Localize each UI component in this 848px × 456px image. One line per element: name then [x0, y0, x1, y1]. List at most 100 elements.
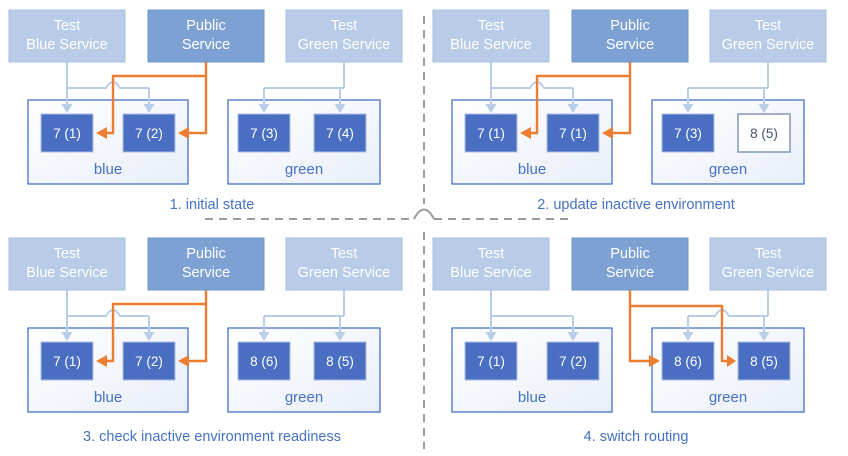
test-green-service-box	[709, 9, 827, 63]
test-green-service-box	[285, 9, 403, 63]
pod-green-2	[737, 341, 791, 381]
panel-caption: 3. check inactive environment readiness	[83, 429, 341, 445]
pod-green-1	[661, 341, 715, 381]
green-environment-label: green	[709, 161, 747, 178]
pod-blue-1	[40, 113, 94, 153]
panel-update-inactive-environment: 7 (1) 7 (1) 7 (3) 8 (5) blue green Test …	[432, 9, 827, 213]
service-label-line1: Test	[54, 246, 81, 262]
service-label-line2: Blue Service	[26, 37, 107, 53]
service-label-line2: Service	[182, 265, 230, 281]
panel-check-inactive-environment-readiness: 7 (1) 7 (2) 8 (6) 8 (5) blue green Test …	[8, 237, 403, 445]
service-label-line1: Test	[755, 18, 782, 34]
service-label-line1: Public	[610, 18, 650, 34]
panel-initial-state: 7 (1) 7 (2) 7 (3) 7 (4) blue green Test …	[8, 9, 403, 213]
test-green-connector	[687, 62, 769, 105]
service-label-line1: Test	[478, 246, 505, 262]
service-label-line1: Test	[478, 18, 505, 34]
pod-label: 8 (5)	[326, 354, 354, 369]
pod-blue-2	[122, 113, 176, 153]
pod-green-2	[313, 113, 367, 153]
test-blue-service-box	[432, 237, 550, 291]
pod-label: 7 (1)	[559, 126, 587, 141]
service-label-line2: Service	[182, 37, 230, 53]
pod-blue-1	[40, 341, 94, 381]
test-blue-connector	[66, 290, 150, 333]
pod-label: 8 (5)	[750, 354, 778, 369]
pod-label: 7 (3)	[250, 126, 278, 141]
public-connector-to-blue	[107, 290, 208, 363]
service-label-line2: Green Service	[298, 37, 391, 53]
test-green-service-box	[285, 237, 403, 291]
test-blue-service-box	[8, 237, 126, 291]
pod-label: 7 (1)	[53, 126, 81, 141]
service-label-line1: Test	[331, 246, 358, 262]
arrow-down-icon	[143, 332, 155, 341]
arrow-down-icon	[334, 104, 346, 113]
test-blue-service-box	[8, 9, 126, 63]
arrow-down-icon	[758, 332, 770, 341]
arrow-down-icon	[258, 104, 270, 113]
pod-label: 7 (1)	[477, 354, 505, 369]
green-environment-label: green	[709, 389, 747, 406]
service-label-line1: Test	[54, 18, 81, 34]
pod-green-2	[313, 341, 367, 381]
pod-label: 7 (4)	[326, 126, 354, 141]
pod-label: 7 (2)	[559, 354, 587, 369]
arrow-down-icon	[682, 332, 694, 341]
pod-green-1	[237, 341, 291, 381]
pod-label: 7 (1)	[53, 354, 81, 369]
arrow-right-icon	[649, 355, 660, 367]
green-environment-label: green	[285, 161, 323, 178]
arrow-left-icon	[520, 127, 531, 139]
arrow-left-icon	[602, 127, 613, 139]
test-blue-connector	[490, 62, 574, 105]
test-green-connector	[263, 290, 345, 333]
service-label-line2: Blue Service	[26, 265, 107, 281]
arrow-down-icon	[143, 104, 155, 113]
arrow-down-icon	[567, 104, 579, 113]
pod-label: 8 (6)	[674, 354, 702, 369]
arrow-left-icon	[96, 355, 107, 367]
public-connector-to-blue	[107, 62, 208, 135]
arrow-down-icon	[485, 104, 497, 113]
public-service-box	[571, 9, 689, 63]
blue-environment-label: blue	[518, 161, 546, 178]
arrow-left-icon	[178, 127, 189, 139]
public-connector-to-blue	[531, 62, 632, 135]
service-label-line2: Green Service	[722, 265, 815, 281]
public-service-box	[571, 237, 689, 291]
panel-caption: 4. switch routing	[584, 429, 689, 445]
arrow-down-icon	[61, 332, 73, 341]
pod-blue-2	[546, 341, 600, 381]
test-blue-connector	[490, 290, 574, 333]
pod-blue-1	[464, 113, 518, 153]
arrow-down-icon	[682, 104, 694, 113]
service-label-line2: Service	[606, 265, 654, 281]
blue-environment-label: blue	[94, 389, 122, 406]
test-green-connector	[687, 290, 769, 333]
service-label-line2: Green Service	[298, 265, 391, 281]
blue-environment-label: blue	[518, 389, 546, 406]
service-label-line2: Service	[606, 37, 654, 53]
pod-label: 7 (2)	[135, 354, 163, 369]
service-label-line1: Public	[610, 246, 650, 262]
service-label-line1: Test	[755, 246, 782, 262]
public-connector-to-green	[628, 290, 727, 363]
pod-label: 7 (2)	[135, 126, 163, 141]
pod-blue-2	[122, 341, 176, 381]
panel-caption: 2. update inactive environment	[537, 197, 735, 213]
arrow-left-icon	[178, 355, 189, 367]
arrow-down-icon	[567, 332, 579, 341]
blue-environment-label: blue	[94, 161, 122, 178]
test-green-service-box	[709, 237, 827, 291]
pod-blue-1	[464, 341, 518, 381]
test-green-connector	[263, 62, 345, 105]
arrow-right-icon	[727, 355, 736, 367]
green-environment-label: green	[285, 389, 323, 406]
pod-green-1	[661, 113, 715, 153]
service-label-line1: Public	[186, 246, 226, 262]
arrow-left-icon	[96, 127, 107, 139]
test-blue-connector	[66, 62, 150, 105]
service-label-line1: Test	[331, 18, 358, 34]
